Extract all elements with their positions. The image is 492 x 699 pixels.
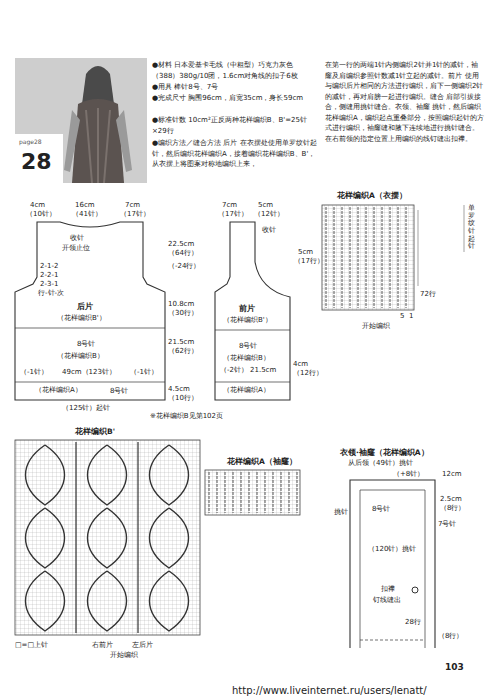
node-title: 花样编织A（衣摆） — [337, 191, 407, 201]
dimension-label: 2-2-1 — [40, 271, 58, 280]
node-title: 前片 — [239, 304, 255, 314]
chart-box: 花样编织A（袖窿） — [205, 470, 300, 515]
dimension-label: （17行） — [294, 257, 324, 266]
dimension-label: 2-1-2 — [40, 262, 58, 271]
node-text: （花样编织A） — [223, 386, 270, 395]
dimension-label: 8号针 — [372, 505, 390, 514]
dimension-label: （12行） — [293, 369, 323, 378]
chart-grid — [205, 470, 300, 515]
page-number: 103 — [445, 662, 464, 674]
dimension-label: 4cm — [30, 201, 45, 210]
chart-grid — [322, 205, 414, 310]
dimension-label: 4cm — [293, 360, 308, 369]
instruction-text: ●标准针数 10cm²正反两种花样编织B、B'=25针×29行 — [152, 115, 318, 136]
model-photo — [15, 58, 147, 183]
dimension-label: （-1针） — [20, 368, 48, 377]
node-text: （花样编织B'） — [223, 316, 272, 325]
node-title: 衣领·袖窿（花样编织A） — [340, 448, 429, 458]
chart-box: 花样编织A（衣摆） — [322, 205, 414, 310]
dimension-label: 2-3-1 — [40, 280, 58, 289]
dimension-label: （17针） — [218, 210, 248, 219]
chart-grid — [15, 440, 200, 635]
chart-box: 花样编织B' — [15, 440, 200, 635]
dimension-label: 28行 — [405, 618, 421, 627]
dimension-label: （125针）起针 — [62, 404, 110, 413]
dimension-label: （8行） — [438, 632, 463, 641]
instruction-text: ●完成尺寸 胸围96cm，肩宽35cm，身长59cm — [152, 93, 318, 104]
instruction-text: ●编织方法／缝合方法 后片 在衣摆处使用单罗纹针起针，然后编织花样编织A，接着编… — [152, 138, 318, 170]
dimension-label: （41针） — [72, 210, 102, 219]
dimension-label: 扣襻 — [381, 585, 395, 594]
dimension-label: 16cm — [75, 201, 95, 210]
node-title: 后片 — [77, 302, 93, 312]
instruction-text: ●材料 日本爱基卡毛线（中粗型）巧克力灰色（388）380g/10团，1.6cm… — [152, 60, 318, 81]
dimension-label: 5 — [400, 312, 404, 321]
dimension-label: （120针）挑针 — [368, 545, 416, 554]
dimension-label: （-24行） — [168, 262, 200, 271]
node-title: 花样编织B' — [75, 427, 115, 437]
dimension-label: 单罗纹针起针 — [468, 205, 475, 251]
dimension-label: 8号针 — [110, 387, 128, 396]
dimension-label: 21.5cm — [168, 338, 194, 347]
node-title: page28 — [19, 138, 42, 146]
dimension-label: 钉线缝出 — [373, 596, 401, 605]
dimension-label: （12针） — [254, 210, 284, 219]
dimension-label: （30行） — [168, 309, 198, 318]
dimension-label: 行-针-次 — [38, 289, 64, 298]
dimension-label: 21.5cm — [250, 366, 276, 375]
dimension-label: 收针 — [70, 234, 84, 243]
dimension-label: （64行） — [168, 249, 198, 258]
dimension-label: 从后领（49针）挑针 — [348, 459, 413, 468]
node-text: 8号针 — [77, 340, 95, 349]
node-text: 28 — [21, 148, 52, 177]
piece-outline — [330, 470, 455, 650]
instruction-text: ●用具 棒针8号、7号 — [152, 82, 318, 93]
photo-box: page28 28 — [15, 58, 147, 183]
dimension-label: 开领止位 — [62, 244, 90, 253]
dimension-label: ※花样编织B见第102页 — [150, 412, 223, 421]
node-text: （花样编织B'） — [57, 314, 106, 323]
node-text: （花样编织B） — [57, 352, 104, 361]
dimension-label: 2.5cm — [440, 495, 462, 504]
dimension-label: 7号针 — [438, 520, 456, 529]
dimension-label: （62行） — [168, 347, 198, 356]
dimension-label: （8行） — [440, 504, 465, 513]
dimension-label: （-1针） — [130, 368, 158, 377]
dimension-label: （-2针） — [220, 366, 248, 375]
node-text: 8号针 — [239, 342, 257, 351]
dimension-label: 10.8cm — [168, 300, 194, 309]
dimension-label: 49cm（123针） — [62, 368, 116, 377]
node-text: （花样编织A） — [35, 386, 82, 395]
dimension-label: 左后片 — [132, 641, 153, 650]
dimension-label: （10行） — [168, 394, 198, 403]
dimension-label: 7cm — [125, 201, 140, 210]
garment-piece: 衣领·袖窿（花样编织A） — [330, 470, 455, 650]
dimension-label: 5cm — [258, 201, 273, 210]
dimension-label: 1 — [409, 312, 413, 321]
dimension-label: 开始编织 — [110, 651, 138, 660]
dimension-label: □=□上针 — [15, 641, 48, 650]
node-title: 花样编织A（袖窿） — [227, 457, 297, 467]
dimension-label: 5cm — [298, 248, 313, 257]
dimension-label: 12cm — [442, 470, 462, 479]
dimension-label: 72行 — [420, 290, 436, 299]
dimension-label: （+8针） — [393, 470, 424, 479]
watermark: http://www.liveinternet.ru/users/lenatt/ — [232, 684, 427, 697]
dimension-label: 挑针 — [334, 508, 348, 517]
dimension-label: 22.5cm — [168, 240, 194, 249]
dimension-label: （17针） — [120, 210, 150, 219]
dimension-label: 开始编织 — [362, 322, 390, 331]
dimension-label: 收针 — [262, 226, 276, 235]
dimension-label: 4.5cm — [168, 385, 190, 394]
dimension-label: 7cm — [222, 201, 237, 210]
dimension-label: 右前片 — [92, 641, 113, 650]
instruction-text: 在第一行的两端1针内侧编织2针并1针的减针，袖窿及肩编织参照针数减1针立起的减针… — [325, 60, 485, 144]
node-text: （花样编织B） — [223, 354, 270, 363]
dimension-label: （10针） — [26, 210, 56, 219]
